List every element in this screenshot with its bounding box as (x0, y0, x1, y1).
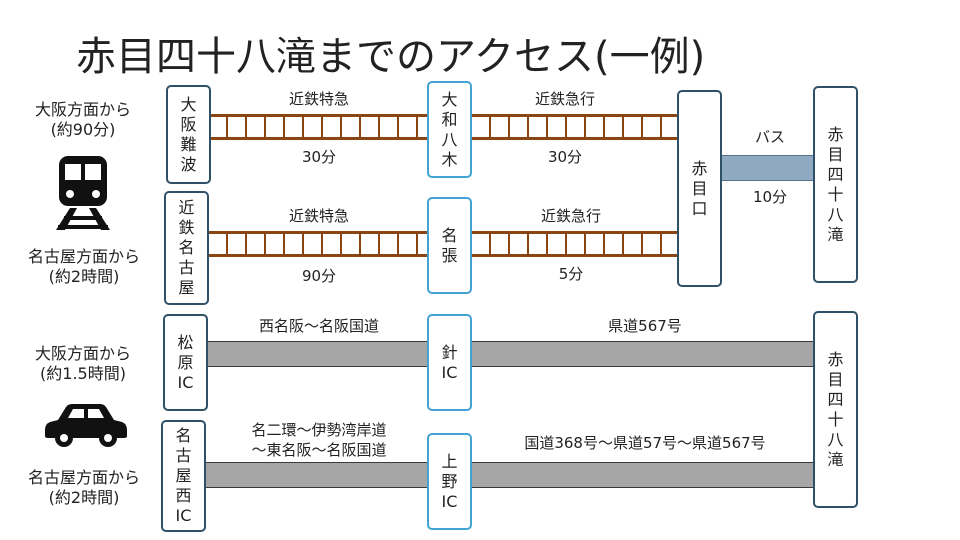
ic-hari: 針IC (427, 314, 472, 411)
road-label-nagoya-ueno-1: 名二環〜伊勢湾岸道 (251, 421, 387, 439)
origin-from: 大阪方面から (34, 100, 131, 119)
bus-bar (721, 155, 814, 181)
station-kintetsu-nagoya: 近鉄名古屋 (164, 191, 209, 305)
station-akameguchi: 赤目口 (677, 90, 722, 287)
destination-akame-train: 赤目四十八滝 (813, 86, 858, 283)
time-yagi-akameguchi: 30分 (547, 148, 583, 166)
station-nabari: 名張 (427, 197, 472, 294)
origin-time: (約2時間) (48, 488, 120, 507)
road-matsubara-hari (207, 341, 428, 367)
line-yagi-akameguchi: 近鉄急行 (534, 90, 595, 108)
station-label: 大和八木 (441, 89, 458, 169)
origin-from: 名古屋方面から (27, 247, 140, 266)
rail-namba-yagi (209, 114, 429, 140)
station-label: 上野IC (441, 451, 458, 511)
line-nabari-akameguchi: 近鉄急行 (540, 207, 601, 225)
ic-matsubara: 松原IC (163, 314, 208, 411)
origin-train-osaka: 大阪方面から (約90分) (18, 100, 148, 140)
road-nagoya-ueno (205, 462, 428, 488)
origin-time: (約90分) (50, 120, 116, 139)
origin-from: 大阪方面から (34, 344, 131, 363)
rail-nagoya-nabari (209, 231, 429, 257)
road-label-nagoya-ueno-2: 〜東名阪〜名阪国道 (251, 441, 387, 459)
road-label-ueno-akame: 国道368号〜県道57号〜県道567号 (524, 434, 766, 452)
ic-nagoya-nishi: 名古屋西IC (161, 420, 206, 532)
time-nagoya-nabari: 90分 (301, 267, 337, 285)
station-label: 針IC (441, 342, 458, 382)
train-icon (56, 156, 110, 230)
line-namba-yagi: 近鉄特急 (288, 90, 349, 108)
origin-time: (約2時間) (48, 267, 120, 286)
road-hari-akame (471, 341, 814, 367)
time-namba-yagi: 30分 (301, 148, 337, 166)
station-label: 名張 (441, 225, 458, 265)
bus-label: バス (754, 128, 785, 146)
road-label-matsubara-hari: 西名阪〜名阪国道 (258, 317, 379, 335)
station-label: 赤目四十八滝 (827, 349, 844, 469)
road-ueno-akame (471, 462, 814, 488)
origin-time: (約1.5時間) (40, 364, 126, 383)
rail-nabari-akameguchi (472, 231, 678, 257)
page-title: 赤目四十八滝までのアクセス(一例) (76, 34, 706, 80)
car-icon (45, 404, 127, 447)
station-label: 大阪難波 (180, 94, 197, 174)
station-label: 名古屋西IC (175, 426, 192, 525)
origin-car-nagoya: 名古屋方面から (約2時間) (14, 468, 154, 508)
origin-from: 名古屋方面から (27, 468, 140, 487)
station-label: 松原IC (177, 332, 194, 392)
ic-ueno: 上野IC (427, 433, 472, 530)
origin-car-osaka: 大阪方面から (約1.5時間) (18, 344, 148, 384)
line-nagoya-nabari: 近鉄特急 (288, 207, 349, 225)
road-label-hari-akame: 県道567号 (608, 317, 682, 335)
destination-akame-car: 赤目四十八滝 (813, 311, 858, 508)
rail-yagi-akameguchi (472, 114, 678, 140)
origin-train-nagoya: 名古屋方面から (約2時間) (14, 247, 154, 287)
station-label: 赤目四十八滝 (827, 124, 844, 244)
time-nabari-akameguchi: 5分 (558, 265, 584, 283)
station-label: 赤目口 (691, 158, 708, 218)
station-osaka-namba: 大阪難波 (166, 85, 211, 184)
bus-time: 10分 (752, 188, 788, 206)
station-yamato-yagi: 大和八木 (427, 81, 472, 178)
station-label: 近鉄名古屋 (178, 198, 195, 297)
